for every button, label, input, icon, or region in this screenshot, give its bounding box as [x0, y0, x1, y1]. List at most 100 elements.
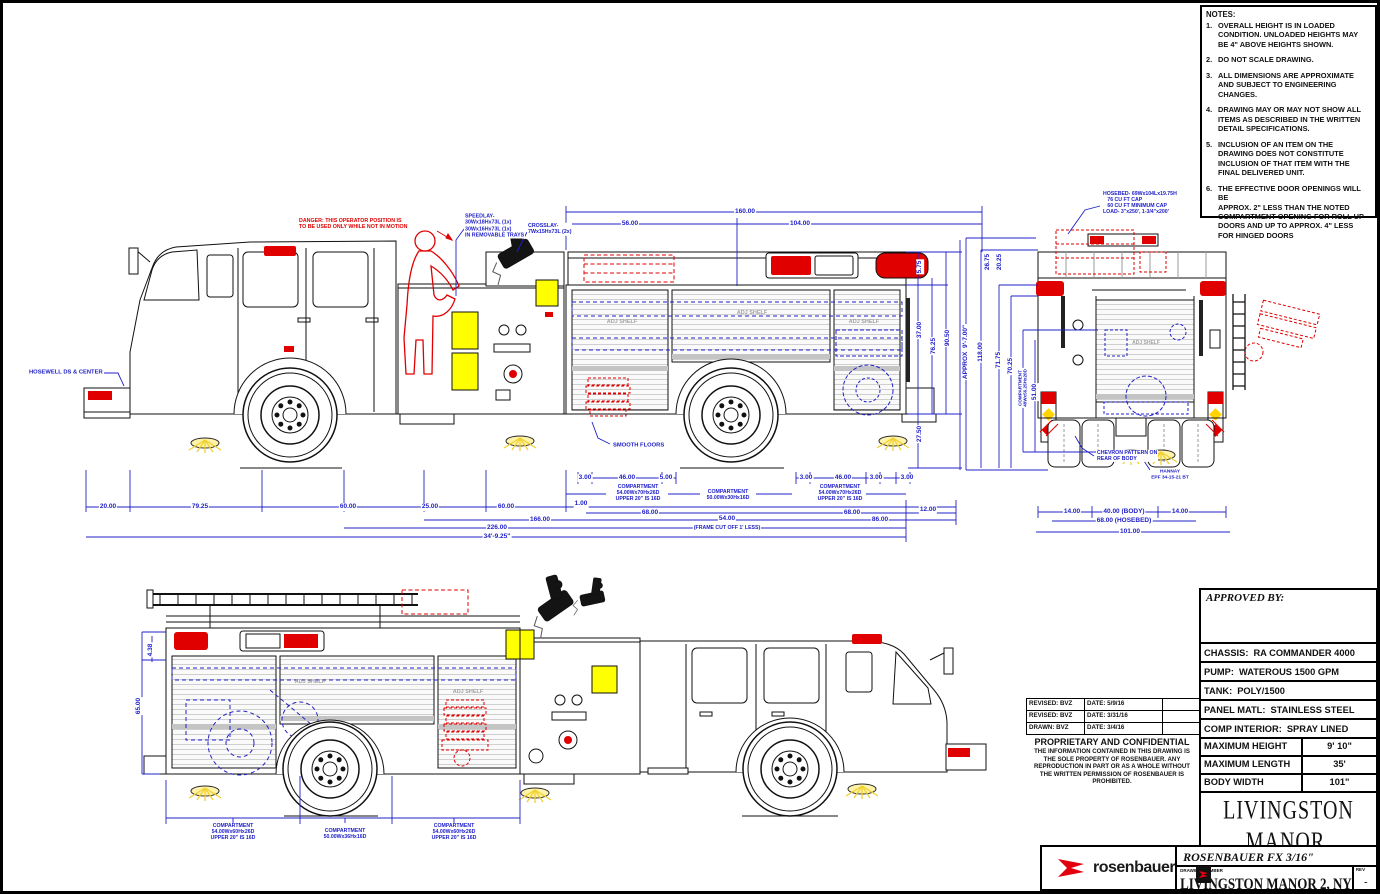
- note-text: THE EFFECTIVE DOOR OPENINGS WILL BE APPR…: [1218, 183, 1364, 240]
- spec-value: RA COMMANDER 4000: [1253, 647, 1355, 658]
- label-dim-101: 101.00: [1119, 528, 1141, 536]
- label-dim-46a: 46.00: [617, 474, 637, 482]
- label-dim-20-25: 20.25: [996, 252, 1004, 272]
- label-dim-68-hosebed: 68.00 (HOSEBED): [1095, 517, 1153, 525]
- label-lbl-adj-shelf-3: ADJ SHELF: [848, 318, 880, 325]
- note-item-5: 5.INCLUSION OF AN ITEM ON THE DRAWING DO…: [1206, 140, 1372, 178]
- label-dim-90-50: 90.50: [944, 328, 952, 348]
- drawing-number-value: LIVINGSTON MANOR 2, NY: [1180, 874, 1352, 891]
- spec-label: PUMP:: [1204, 666, 1234, 677]
- model-field: ROSENBAUER FX 3/16": [1177, 847, 1378, 867]
- label-dim-70-25: 70.25: [1007, 356, 1015, 376]
- spec-label: TANK:: [1204, 685, 1233, 696]
- spec-label: PANEL MATL:: [1204, 704, 1266, 715]
- label-lbl-speedlay: SPEEDLAY- 30Wx18Hx73L (1x) 30Wx16Hx73L (…: [464, 213, 526, 239]
- note-item-4: 4.DRAWING MAY OR MAY NOT SHOW ALL ITEMS …: [1206, 105, 1372, 133]
- spec-row-compinterior: COMP INTERIOR:SPRAY LINED: [1201, 718, 1376, 737]
- label-dim-approx-height: APPROX 9'-7.00": [962, 323, 970, 381]
- label-dim-226: 226.00: [486, 524, 508, 532]
- rev-label: REV: [1355, 867, 1366, 872]
- label-lbl-comp-front: COMPARTMENT 54.00Wx70Hx26D UPPER 20" IS …: [614, 483, 662, 503]
- label-dim-26-75: 26.75: [984, 252, 992, 272]
- label-lbl-danger: DANGER: THIS OPERATOR POSITION IS TO BE …: [298, 217, 409, 231]
- dim-label: BODY WIDTH: [1204, 777, 1264, 787]
- rev-cell: REV -: [1351, 867, 1378, 891]
- revision-extra: [1163, 711, 1199, 722]
- label-lbl-comp-b1: COMPARTMENT 54.00Wx60Hx26D UPPER 20" IS …: [209, 822, 257, 842]
- spec-row-chassis: CHASSIS:RA COMMANDER 4000: [1201, 642, 1376, 661]
- label-dim-56: 56.00: [620, 220, 640, 228]
- side-view-driver: [83, 219, 937, 469]
- label-dim-104: 104.00: [789, 220, 811, 228]
- spec-value: SPRAY LINED: [1286, 723, 1349, 734]
- label-dim-body-160: 160.00: [734, 208, 756, 216]
- notes-list: 1.OVERALL HEIGHT IS IN LOADED CONDITION.…: [1206, 21, 1372, 240]
- label-dim-3c: 3.00: [868, 474, 884, 482]
- label-dim-5-75: 5.75: [916, 259, 924, 275]
- label-dim-68a: 68.00: [640, 509, 660, 517]
- label-dim-3a: 3.00: [577, 474, 593, 482]
- dim-label: MAXIMUM LENGTH: [1204, 759, 1291, 769]
- label-dim-60b: 60.00: [496, 503, 516, 511]
- label-lbl-comp-rear: COMPARTMENT 54.00Wx70Hx26D UPPER 20" IS …: [816, 483, 864, 503]
- note-item-6: 6. THE EFFECTIVE DOOR OPENINGS WILL BE AP…: [1206, 184, 1372, 241]
- logo-stamp-icon: [1196, 866, 1211, 883]
- spec-row-panelmatl: PANEL MATL:STAINLESS STEEL: [1201, 699, 1376, 718]
- approved-by-field: APPROVED BY:: [1206, 592, 1285, 604]
- label-dim-65: 65.00: [135, 696, 143, 716]
- note-item-2: 2.DO NOT SCALE DRAWING.: [1206, 55, 1372, 64]
- proprietary-title: PROPRIETARY AND CONFIDENTIAL: [1034, 737, 1190, 747]
- label-dim-14b: 14.00: [1170, 508, 1190, 516]
- label-lbl-comp-mid: COMPARTMENT 50.00Wx30Hx16D: [705, 488, 751, 502]
- notes-box: NOTES: 1.OVERALL HEIGHT IS IN LOADED CON…: [1200, 5, 1377, 240]
- revision-date: DATE: 3/31/16: [1085, 711, 1163, 722]
- revision-date: DATE: 3/4/16: [1085, 723, 1163, 734]
- label-lbl-comp-rearview: COMPARTMENT 48Wx56.25Hx20D: [1017, 368, 1029, 408]
- logo-cell: rosenbauer: [1042, 847, 1178, 889]
- revision-action: DRAWN: BVZ: [1027, 723, 1085, 734]
- dim-row-bodywidth: BODY WIDTH 101": [1201, 773, 1376, 791]
- label-lbl-crosslay: CROSSLAY- 7Wx15Hx73L (2x): [527, 222, 573, 236]
- note-number: 2.: [1206, 55, 1213, 65]
- label-dim-76-25: 76.25: [930, 336, 938, 356]
- danger-arrow: [436, 230, 454, 241]
- rosenbauer-wordmark: rosenbauer: [1093, 859, 1176, 876]
- label-dim-3b: 3.00: [798, 474, 814, 482]
- label-dim-51: 51.00: [1031, 382, 1039, 402]
- revision-action: REVISED: BVZ: [1027, 711, 1085, 722]
- label-lbl-adj-shelf-5: ADJ SHELF: [294, 678, 326, 685]
- label-dim-25: 25.00: [420, 503, 440, 511]
- title-strip-right: ROSENBAUER FX 3/16" DRAWING NUMBER LIVIN…: [1177, 847, 1378, 891]
- notes-title: NOTES:: [1206, 10, 1236, 19]
- label-lbl-smooth-floors: SMOOTH FLOORS: [612, 442, 666, 450]
- note-text: ALL DIMENSIONS ARE APPROXIMATE AND SUBJE…: [1218, 70, 1354, 99]
- label-dim-166: 166.00: [529, 516, 551, 524]
- label-lbl-adj-shelf-6: ADJ SHELF: [452, 688, 484, 695]
- label-lbl-hannay: HANNAY EPF 34-15-21 BT: [1150, 469, 1190, 481]
- note-number: 3.: [1206, 70, 1213, 80]
- dim-value: 101": [1301, 775, 1376, 791]
- proprietary-box: PROPRIETARY AND CONFIDENTIAL THE INFORMA…: [1022, 737, 1202, 786]
- title-strip: rosenbauer ROSENBAUER FX 3/16" DRAWING N…: [1040, 845, 1378, 891]
- spec-row-tank: TANK:POLY/1500: [1201, 680, 1376, 699]
- dim-label: MAXIMUM HEIGHT: [1204, 741, 1288, 751]
- revision-extra: [1163, 699, 1199, 710]
- label-lbl-chevron: CHEVRON PATTERN ON REAR OF BODY: [1096, 449, 1159, 463]
- spec-row-pump: PUMP:WATEROUS 1500 GPM: [1201, 661, 1376, 680]
- note-number: 6.: [1206, 183, 1213, 193]
- note-text: INCLUSION OF AN ITEM ON THE DRAWING DOES…: [1218, 139, 1350, 178]
- label-dim-37: 37.00: [916, 320, 924, 340]
- note-number: 1.: [1206, 21, 1213, 30]
- label-dim-4-38: 4.38: [147, 642, 155, 658]
- label-dim-5a: 5.00: [658, 474, 674, 482]
- note-item-3: 3. ALL DIMENSIONS ARE APPROXIMATE AND SUB…: [1206, 71, 1372, 99]
